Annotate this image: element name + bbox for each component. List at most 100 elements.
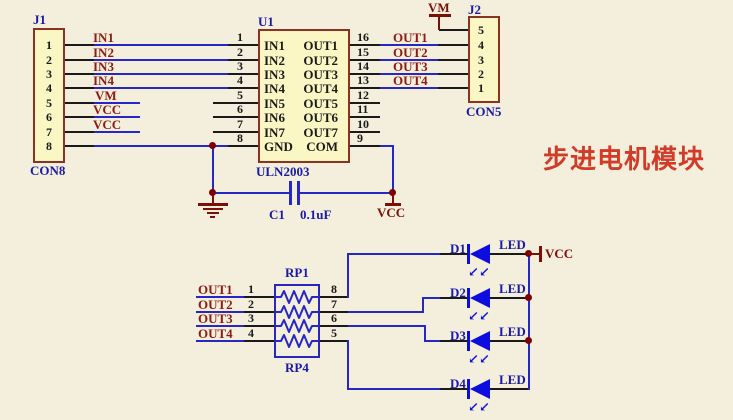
capacitor-designator: C1 [269,207,285,222]
wire [244,340,274,342]
u1-pin-name: OUT2 [303,53,338,68]
wire-led-rail [528,253,530,390]
j2-pin-number: 3 [478,53,484,67]
led-triangle [470,244,490,264]
wire [228,87,258,89]
wire-out3 [196,325,245,327]
led-arrow-icon: ↙ [479,399,490,414]
u1-pin-number: 11 [357,102,369,116]
wire [65,145,94,147]
u1-pin-number: 14 [357,59,369,73]
wire [244,325,274,327]
led-cathode-bar [467,288,470,308]
ground-bar [207,212,219,214]
u1-pin-number: 16 [357,30,369,44]
wire [490,340,530,342]
ground-bar [198,203,228,206]
j1-pin-number: 8 [46,139,52,153]
wire [350,116,380,118]
led-designator: D3 [450,328,466,343]
led-arrow-icon: ↙ [468,399,479,414]
net-label: OUT2 [198,297,233,312]
led-cathode-bar [467,331,470,351]
net-label: OUT3 [393,59,428,74]
wire [347,253,349,298]
wire [244,296,274,298]
wire [438,87,468,89]
led-triangle [470,331,490,351]
j2-connector-box [468,16,500,103]
wire [347,253,441,255]
led-arrow-icon: ↙ [479,351,490,366]
rp-pin-number: 2 [248,297,254,311]
wire-cap-right [300,192,394,194]
rp-pin-number: 7 [331,297,337,311]
wire-cap-left [213,192,290,194]
net-label: IN4 [93,73,114,88]
wire [65,73,94,75]
capacitor-value: 0.1uF [300,207,332,222]
led-designator: D2 [450,285,466,300]
rp-pin-number: 1 [248,282,254,296]
j2-designator: J2 [468,2,481,17]
led-arrow-icon: ↙ [479,264,490,279]
wire-in3 [94,73,230,75]
vcc-stem [392,193,394,204]
u1-pin-number: 8 [237,131,243,145]
u1-pin-name: IN7 [264,125,285,140]
wire [348,325,426,327]
wire [490,388,530,390]
led-arrow-icon: ↙ [468,351,479,366]
wire [228,44,258,46]
wire [350,131,380,133]
wire-out1 [380,44,440,46]
wire [350,73,380,75]
wire [65,59,94,61]
u1-pin-name: GND [264,139,293,154]
u1-pin-name: IN5 [264,96,285,111]
u1-pin-name: IN6 [264,110,285,125]
net-label: OUT2 [393,45,428,60]
junction-dot [525,250,532,257]
led-label: LED [499,372,526,387]
capacitor-plate [289,181,292,205]
led-label: LED [499,324,526,339]
led-triangle [470,288,490,308]
vcc-bar [385,203,401,206]
j1-pin-number: 7 [46,125,52,139]
led-cathode-bar [467,379,470,399]
wire [228,59,258,61]
wire [228,145,258,147]
wire-vm [94,102,140,104]
wire [438,59,468,61]
led-label: LED [499,281,526,296]
net-label: VM [95,88,117,103]
wire [440,340,468,342]
u1-pin-name: OUT4 [303,81,338,96]
j1-designator: J1 [33,12,46,27]
wire [424,325,426,342]
rp-type-label: RP4 [285,360,309,375]
u1-pin-name: OUT1 [303,38,338,53]
net-label: OUT4 [198,326,233,341]
wire [350,44,380,46]
wire [440,388,468,390]
u1-pin-number: 9 [357,131,363,145]
led-label: LED [499,237,526,252]
vm-bar [429,14,451,17]
wire [213,102,258,104]
wire [424,340,441,342]
wire-out2 [380,59,440,61]
wire [490,297,530,299]
wire [65,44,94,46]
wire-vcc [94,131,140,133]
led-arrow-icon: ↙ [468,308,479,323]
vcc-power-label: VCC [377,205,406,220]
wire [439,29,468,31]
wire [320,296,349,298]
u1-pin-number: 12 [357,88,369,102]
wire [347,340,349,390]
j1-connector-box [33,28,65,163]
wire-in4 [94,87,230,89]
